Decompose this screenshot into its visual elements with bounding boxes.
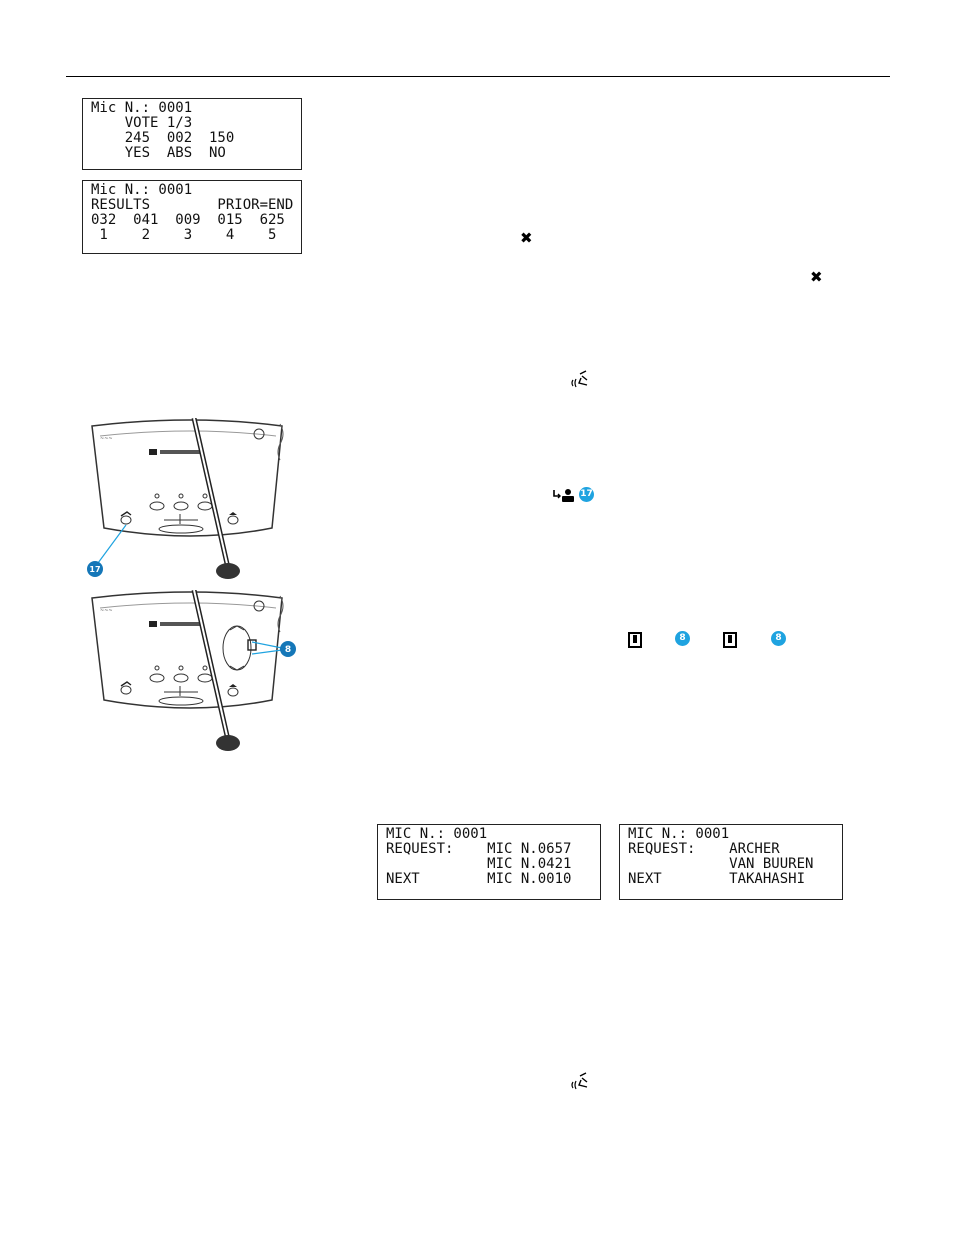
lcd-line: REQUEST: ARCHER — [628, 841, 780, 857]
delegate-unit-keys-illustration: ~~~ 8 — [91, 590, 296, 751]
lcd-vote-display: Mic N.: 0001 VOTE 1/3 245 002 150 YES AB… — [82, 98, 302, 170]
lcd-request-numbers-display: MIC N.: 0001 REQUEST: MIC N.0657 MIC N.0… — [377, 824, 601, 900]
callout-8-badge: 8 — [675, 631, 690, 646]
lcd-line: YES ABS NO — [91, 145, 226, 161]
svg-text:~~~: ~~~ — [100, 608, 113, 614]
lcd-line: Mic N.: 0001 — [91, 100, 193, 116]
lcd-line: NEXT MIC N.0010 — [386, 871, 572, 887]
callout-17-label: 17 — [89, 565, 100, 574]
lcd-line: 032 041 009 015 625 — [91, 212, 285, 228]
microphone-speak-icon — [571, 1072, 588, 1090]
callout-17-badge: 17 — [579, 487, 594, 502]
delegate-unit-illustration: ~~~ 17 — [87, 418, 284, 579]
lcd-line: VOTE 1/3 — [91, 115, 193, 131]
lcd-line: MIC N.: 0001 — [386, 826, 488, 842]
key-icon — [628, 632, 642, 648]
priority-icon: ✖ — [520, 229, 533, 247]
lcd-line: 1 2 3 4 5 — [91, 227, 277, 243]
next-speaker-icon — [553, 489, 574, 502]
lcd-line: Mic N.: 0001 — [91, 182, 193, 198]
lcd-line: 245 002 150 — [91, 130, 235, 146]
lcd-line: VAN BUUREN — [628, 856, 814, 872]
lcd-request-names-display: MIC N.: 0001 REQUEST: ARCHER VAN BUUREN … — [619, 824, 843, 900]
lcd-line: NEXT TAKAHASHI — [628, 871, 806, 887]
lcd-line: RESULTS PRIOR=END — [91, 197, 294, 213]
svg-text:~~~: ~~~ — [100, 436, 113, 442]
callout-8-label: 8 — [285, 645, 291, 655]
microphone-speak-icon — [571, 370, 588, 388]
lcd-results-display: Mic N.: 0001 RESULTS PRIOR=END 032 041 0… — [82, 180, 302, 254]
priority-icon: ✖ — [810, 268, 823, 286]
lcd-line: MIC N.: 0001 — [628, 826, 730, 842]
callout-8-badge: 8 — [771, 631, 786, 646]
header-rule — [66, 76, 890, 77]
lcd-line: REQUEST: MIC N.0657 — [386, 841, 572, 857]
lcd-line: MIC N.0421 — [386, 856, 572, 872]
key-icon — [723, 632, 737, 648]
